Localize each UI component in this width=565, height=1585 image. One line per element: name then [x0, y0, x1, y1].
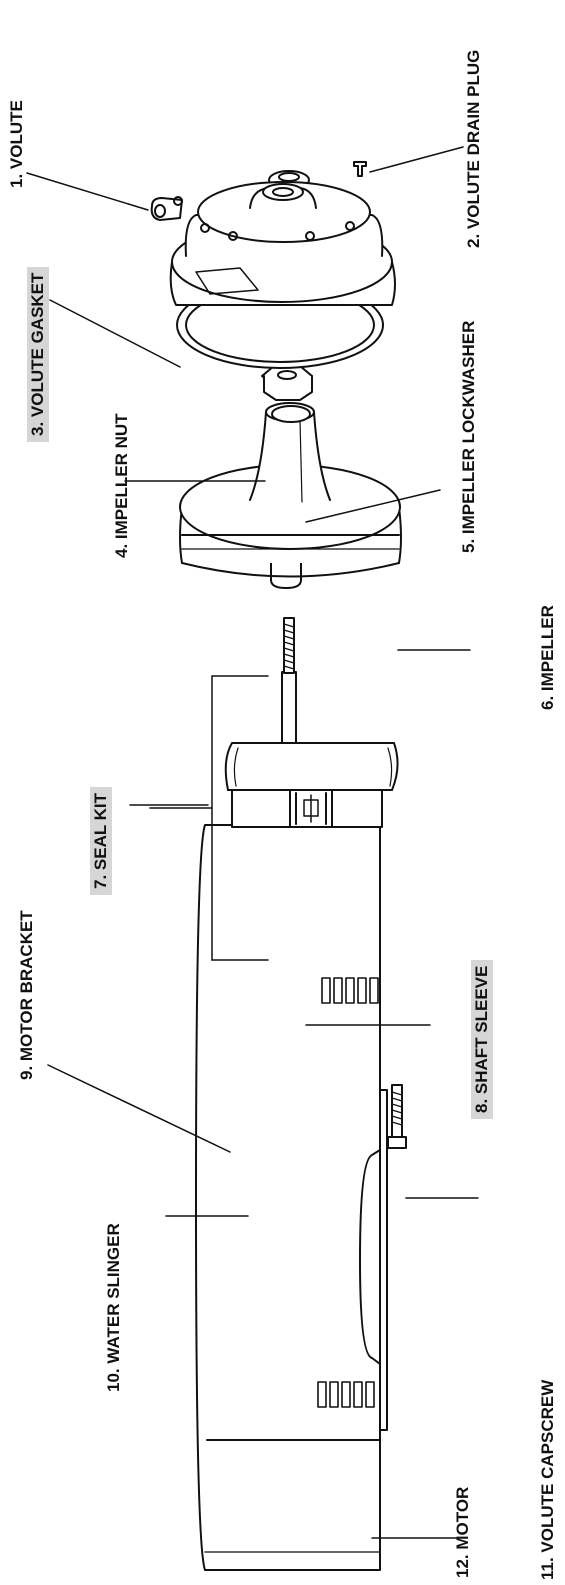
label-impeller: 6. IMPELLER — [538, 605, 557, 710]
label-seal-kit: 7. SEAL KIT — [90, 786, 112, 895]
label-volute-gasket: 3. VOLUTE GASKET — [27, 266, 49, 442]
motor-bracket — [224, 742, 399, 791]
leader-lines — [26, 146, 479, 1539]
impeller — [179, 402, 402, 578]
volute-capscrew — [387, 1084, 407, 1149]
water-slinger — [231, 789, 383, 828]
volute — [150, 181, 396, 306]
label-volute-drain-plug: 2. VOLUTE DRAIN PLUG — [464, 49, 483, 248]
label-volute: 1. VOLUTE — [7, 100, 26, 188]
label-volute-capscrew: 11. VOLUTE CAPSCREW — [538, 1379, 557, 1580]
label-motor-bracket: 9. MOTOR BRACKET — [17, 910, 36, 1080]
impeller-nut — [261, 365, 313, 401]
motor-shaft — [281, 617, 297, 744]
impeller-lockwasher — [271, 405, 311, 423]
label-impeller-nut: 4. IMPELLER NUT — [112, 413, 131, 558]
label-shaft-sleeve: 8. SHAFT SLEEVE — [471, 959, 493, 1119]
motor — [195, 824, 388, 1571]
label-water-slinger: 10. WATER SLINGER — [104, 1223, 123, 1392]
label-impeller-lockwasher: 5. IMPELLER LOCKWASHER — [459, 320, 478, 553]
label-motor: 12. MOTOR — [453, 1486, 472, 1578]
volute-drain-plug — [353, 161, 367, 177]
